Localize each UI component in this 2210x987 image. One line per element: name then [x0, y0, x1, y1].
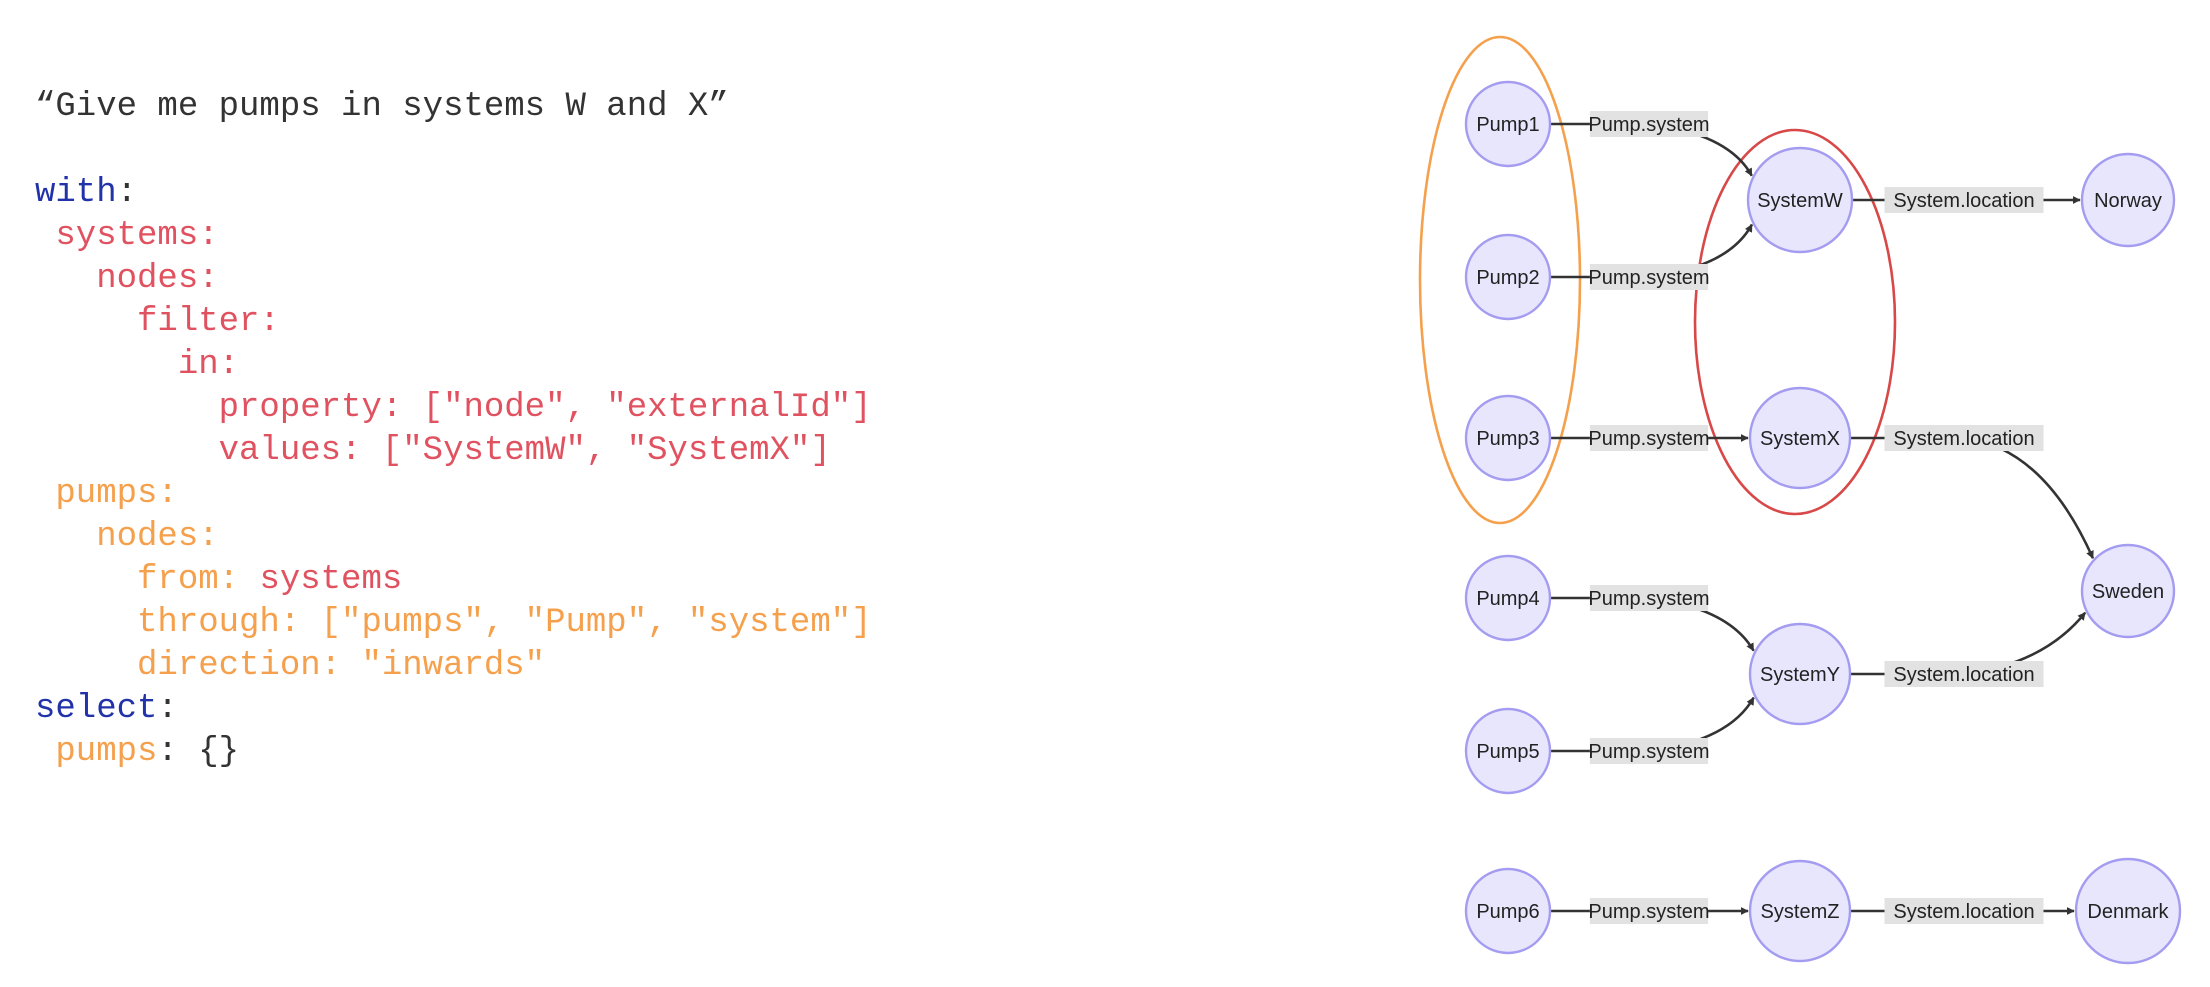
node-circle — [1748, 859, 1852, 963]
node-circle — [2080, 152, 2176, 248]
code-line: nodes: — [35, 258, 872, 301]
code-token: pumps — [35, 733, 158, 771]
node-circle — [1464, 554, 1552, 642]
code-line: pumps: — [35, 473, 872, 516]
edge-label-background — [1589, 111, 1709, 137]
edge-label: Pump.system — [1588, 114, 1709, 136]
node-pump4: Pump4 — [1464, 554, 1552, 642]
edge-label-background — [1589, 585, 1709, 611]
code-line: property: ["node", "externalId"] — [35, 387, 872, 430]
edge-label: Pump.system — [1588, 741, 1709, 763]
node-sweden: Sweden — [2080, 543, 2176, 639]
code-token: filter: — [35, 303, 280, 341]
node-label: SystemY — [1760, 664, 1840, 686]
code-token: through: ["pumps", "Pump", "system"] — [35, 604, 872, 642]
node-circle — [1464, 233, 1552, 321]
node-circle — [1748, 386, 1852, 490]
pumps-group-outline — [1418, 35, 1582, 525]
node-pump6: Pump6 — [1464, 867, 1552, 955]
code-token: from: — [35, 561, 260, 599]
code-line: systems: — [35, 215, 872, 258]
code-token: nodes: — [35, 518, 219, 556]
code-token: “Give me pumps in systems W and X” — [35, 88, 729, 126]
node-pump1: Pump1 — [1464, 80, 1552, 168]
code-token: : — [157, 690, 178, 728]
node-circle — [1464, 394, 1552, 482]
edge-label-background — [1884, 425, 2044, 451]
systems-group-outline — [1693, 128, 1897, 516]
edge-label: System.location — [1893, 428, 2034, 450]
edge-label: Pump.system — [1588, 588, 1709, 610]
edge-label-background — [1589, 738, 1709, 764]
node-systemy: SystemY — [1748, 622, 1852, 726]
edge-label: System.location — [1893, 901, 2034, 923]
node-denmark: Denmark — [2074, 857, 2182, 965]
node-circle — [1464, 80, 1552, 168]
node-label: SystemZ — [1761, 901, 1840, 923]
code-token: systems: — [35, 217, 219, 255]
code-line: values: ["SystemW", "SystemX"] — [35, 430, 872, 473]
code-token: values: ["SystemW", "SystemX"] — [35, 432, 831, 470]
node-systemw: SystemW — [1746, 146, 1854, 254]
edge-label-background — [1884, 898, 2044, 924]
code-line: pumps: {} — [35, 731, 872, 774]
node-circle — [2080, 543, 2176, 639]
node-label: Pump3 — [1476, 428, 1539, 450]
edge-systemx-sweden — [1850, 436, 2095, 559]
node-label: Pump4 — [1476, 588, 1539, 610]
node-circle — [1464, 867, 1552, 955]
code-token: pumps: — [35, 475, 178, 513]
edge-label: Pump.system — [1588, 901, 1709, 923]
node-label: Pump2 — [1476, 267, 1539, 289]
edge-label: System.location — [1893, 664, 2034, 686]
code-line: through: ["pumps", "Pump", "system"] — [35, 602, 872, 645]
node-pump3: Pump3 — [1464, 394, 1552, 482]
edge-label: Pump.system — [1588, 428, 1709, 450]
node-label: Sweden — [2092, 581, 2164, 603]
node-label: Pump5 — [1476, 741, 1539, 763]
node-pump5: Pump5 — [1464, 707, 1552, 795]
node-norway: Norway — [2080, 152, 2176, 248]
code-token: : — [116, 174, 138, 212]
node-circle — [1464, 707, 1552, 795]
edge-label-background — [1884, 661, 2044, 687]
code-line: in: — [35, 344, 872, 387]
code-token: : {} — [157, 733, 240, 771]
code-token: property: ["node", "externalId"] — [35, 389, 872, 427]
node-label: Denmark — [2087, 901, 2169, 923]
code-token: direction: "inwards" — [35, 647, 546, 685]
code-line: “Give me pumps in systems W and X” — [35, 86, 872, 129]
code-token: with — [35, 174, 117, 212]
node-label: Pump1 — [1476, 114, 1539, 136]
code-line: nodes: — [35, 516, 872, 559]
node-label: Pump6 — [1476, 901, 1539, 923]
node-circle — [2074, 857, 2182, 965]
code-token: nodes: — [35, 260, 219, 298]
code-line: select: — [35, 688, 872, 731]
node-systemz: SystemZ — [1748, 859, 1852, 963]
code-token: systems — [259, 561, 403, 599]
node-label: SystemX — [1760, 428, 1840, 450]
node-label: Norway — [2094, 190, 2162, 212]
node-pump2: Pump2 — [1464, 233, 1552, 321]
code-line: direction: "inwards" — [35, 645, 872, 688]
edge-label-background — [1589, 898, 1709, 924]
query-code-block: “Give me pumps in systems W and X” with : … — [35, 86, 872, 774]
code-line: from: systems — [35, 559, 872, 602]
edge-label: Pump.system — [1588, 267, 1709, 289]
edge-label: System.location — [1893, 190, 2034, 212]
code-token: select — [35, 690, 158, 728]
node-circle — [1748, 622, 1852, 726]
code-line: with: — [35, 172, 872, 215]
node-systemx: SystemX — [1748, 386, 1852, 490]
node-circle — [1746, 146, 1854, 254]
edge-label-background — [1589, 264, 1709, 290]
node-label: SystemW — [1757, 190, 1843, 212]
code-line: filter: — [35, 301, 872, 344]
code-token: in: — [35, 346, 240, 384]
edge-label-background — [1884, 187, 2044, 213]
edge-label-background — [1589, 425, 1709, 451]
